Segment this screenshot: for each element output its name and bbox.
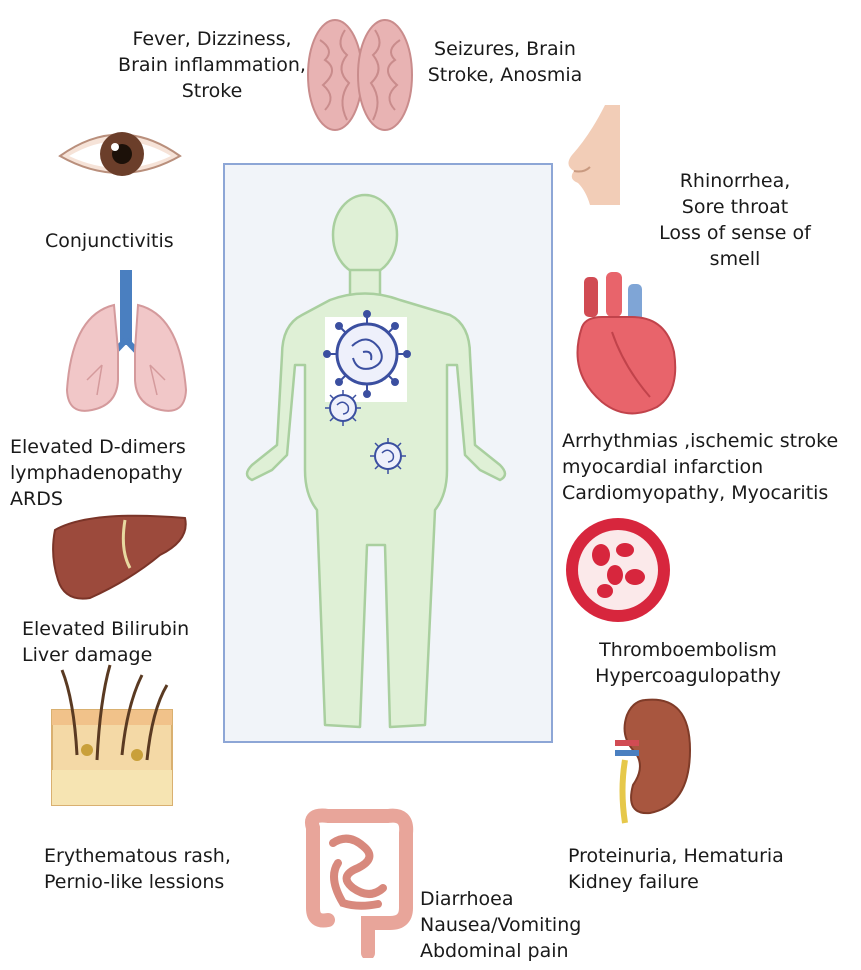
skin-label: Erythematous rash,Pernio-like lessions	[44, 843, 231, 895]
brain-icon	[305, 15, 415, 135]
virus-icon	[323, 388, 363, 428]
kidney-icon	[605, 695, 695, 825]
intestine-icon	[298, 808, 418, 958]
liver-icon	[50, 510, 190, 605]
virus-icon	[368, 436, 408, 476]
brain-left-label: Fever, Dizziness,Brain inflammation,Stro…	[112, 26, 312, 104]
skin-icon	[42, 660, 182, 810]
eye-icon	[55, 118, 185, 188]
virus-icon	[322, 309, 412, 399]
body-frame	[223, 163, 553, 743]
blood-vessel-icon	[563, 515, 673, 625]
nose-icon	[560, 105, 620, 205]
heart-icon	[562, 272, 682, 422]
lungs-icon	[62, 270, 192, 420]
eye-label: Conjunctivitis	[45, 228, 174, 254]
